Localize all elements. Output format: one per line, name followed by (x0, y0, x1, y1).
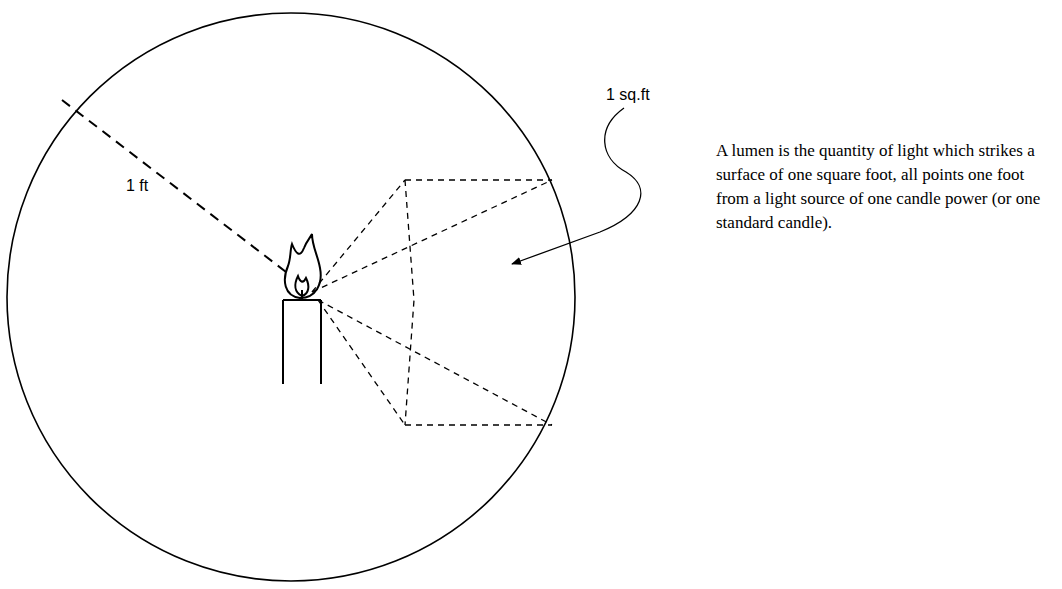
radius-line (62, 100, 290, 275)
definition-note: A lumen is the quantity of light which s… (716, 139, 1046, 235)
leader-arrow (512, 108, 641, 264)
area-label: 1 sq.ft (606, 86, 650, 104)
light-pyramid (312, 180, 552, 425)
candle (283, 234, 321, 384)
dimension-label: 1 ft (126, 177, 148, 195)
sphere-outline (7, 13, 575, 581)
